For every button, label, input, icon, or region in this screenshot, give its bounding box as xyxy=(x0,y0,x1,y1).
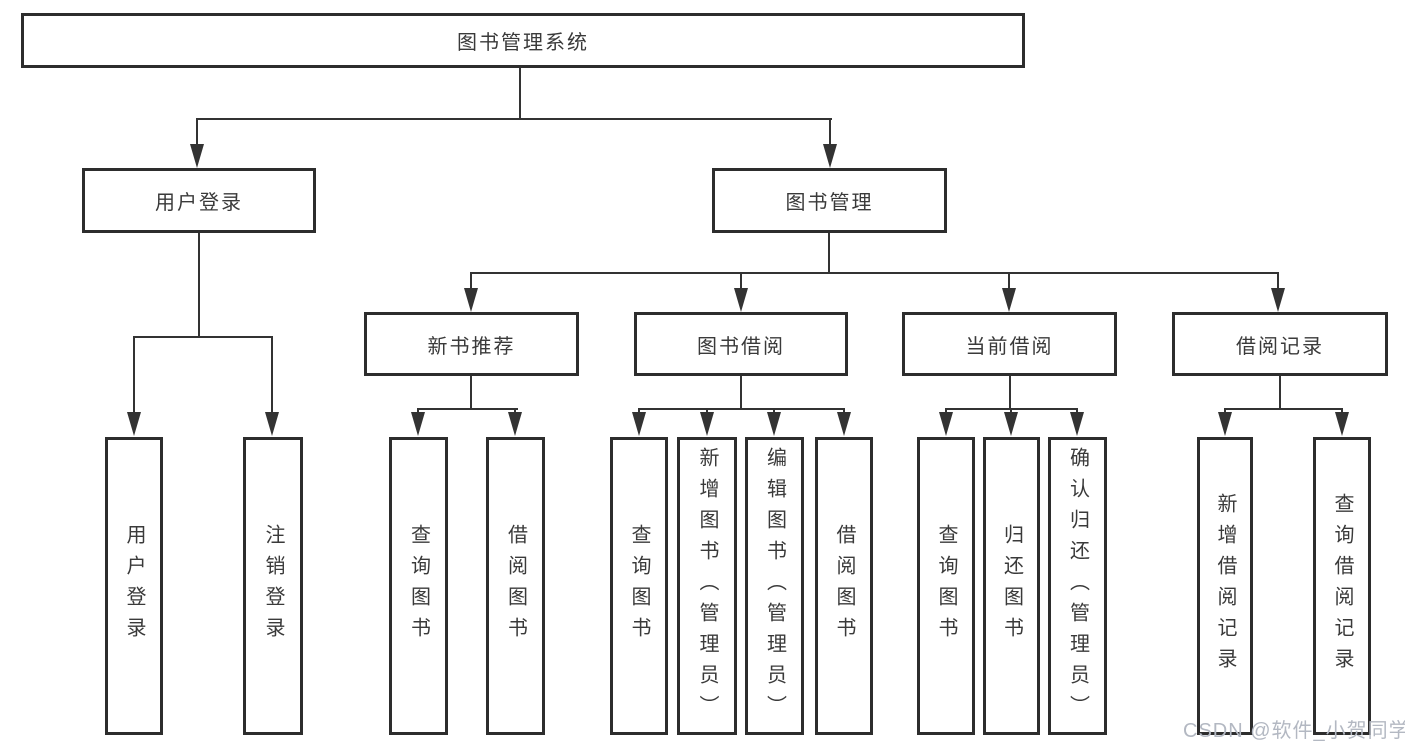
arrowhead-down xyxy=(1218,412,1232,436)
connector-line xyxy=(133,336,273,338)
arrowhead-down xyxy=(508,412,522,436)
node-current-borrowing: 当前借阅 xyxy=(902,312,1117,376)
node-leaf-edit-books-admin: 编辑图书（管理员） xyxy=(745,437,804,735)
node-label: 图书管理 xyxy=(785,192,874,214)
connector-line xyxy=(514,408,516,414)
arrowhead-down xyxy=(632,412,646,436)
connector-line xyxy=(828,233,830,274)
node-leaf-add-borrow-record: 新增借阅记录 xyxy=(1197,437,1253,735)
node-label: 借阅图书 xyxy=(833,524,855,648)
arrowhead-down xyxy=(939,412,953,436)
node-leaf-logout: 注销登录 xyxy=(243,437,303,735)
node-label: 新书推荐 xyxy=(427,335,516,358)
node-label: 用户登录 xyxy=(123,524,145,648)
arrowhead-down xyxy=(823,144,837,168)
connector-line xyxy=(740,272,742,290)
node-new-book-recommendation: 新书推荐 xyxy=(364,312,579,376)
node-leaf-add-books-admin: 新增图书（管理员） xyxy=(677,437,737,735)
node-label: 借阅记录 xyxy=(1236,335,1324,358)
node-label: 编辑图书（管理员） xyxy=(763,446,786,726)
connector-line xyxy=(1009,376,1011,410)
arrowhead-down xyxy=(411,412,425,436)
node-book-borrowing: 图书借阅 xyxy=(634,312,848,376)
connector-line xyxy=(1076,408,1078,414)
connector-line xyxy=(198,233,200,338)
connector-line xyxy=(470,272,472,290)
arrowhead-down xyxy=(1070,412,1084,436)
node-leaf-confirm-return-admin: 确认归还（管理员） xyxy=(1048,437,1107,735)
node-leaf-current-query-books: 查询图书 xyxy=(917,437,975,735)
arrowhead-down xyxy=(1002,288,1016,312)
node-leaf-borrowing-query-books: 查询图书 xyxy=(610,437,668,735)
node-label: 查询借阅记录 xyxy=(1331,493,1353,679)
arrowhead-down xyxy=(767,412,781,436)
connector-line xyxy=(417,408,518,410)
connector-line xyxy=(271,336,273,414)
node-label: 用户登录 xyxy=(155,192,243,214)
connector-line xyxy=(1224,408,1343,410)
arrowhead-down xyxy=(190,144,204,168)
arrowhead-down xyxy=(837,412,851,436)
connector-line xyxy=(470,272,1279,274)
connector-line xyxy=(773,408,775,414)
connector-line xyxy=(1010,408,1012,414)
node-leaf-recommend-borrow-books: 借阅图书 xyxy=(486,437,545,735)
node-label: 归还图书 xyxy=(1000,524,1023,648)
node-label: 图书管理系统 xyxy=(457,32,589,54)
connector-line xyxy=(519,68,521,120)
connector-line xyxy=(638,408,845,410)
connector-line xyxy=(638,408,640,414)
arrowhead-down xyxy=(1335,412,1349,436)
node-label: 图书借阅 xyxy=(697,335,785,358)
node-leaf-query-borrow-record: 查询借阅记录 xyxy=(1313,437,1371,735)
connector-line xyxy=(196,118,198,146)
node-label: 新增借阅记录 xyxy=(1214,493,1236,679)
connector-line xyxy=(196,118,832,120)
connector-line xyxy=(133,336,135,414)
node-borrowing-records: 借阅记录 xyxy=(1172,312,1388,376)
connector-line xyxy=(1224,408,1226,414)
arrowhead-down xyxy=(1271,288,1285,312)
connector-line xyxy=(945,408,947,414)
node-label: 注销登录 xyxy=(262,524,284,648)
connector-line xyxy=(470,376,472,410)
connector-line xyxy=(1277,272,1279,290)
node-leaf-borrowing-borrow-books: 借阅图书 xyxy=(815,437,873,735)
node-label: 查询图书 xyxy=(935,524,957,648)
node-user-login-branch: 用户登录 xyxy=(82,168,316,233)
node-leaf-recommend-query-books: 查询图书 xyxy=(389,437,448,735)
arrowhead-down xyxy=(734,288,748,312)
node-label: 确认归还（管理员） xyxy=(1066,446,1089,726)
connector-line xyxy=(706,408,708,414)
connector-line xyxy=(417,408,419,414)
connector-line xyxy=(843,408,845,414)
connector-line xyxy=(740,376,742,410)
watermark: CSDN @软件_小贺同学 xyxy=(1183,720,1405,742)
node-label: 查询图书 xyxy=(407,524,430,648)
node-leaf-return-books: 归还图书 xyxy=(983,437,1040,735)
arrowhead-down xyxy=(464,288,478,312)
node-label: 当前借阅 xyxy=(965,335,1054,358)
node-label: 新增图书（管理员） xyxy=(696,446,718,726)
arrowhead-down xyxy=(700,412,714,436)
arrowhead-down xyxy=(127,412,141,436)
connector-line xyxy=(829,118,831,146)
connector-line xyxy=(1279,376,1281,410)
node-label: 借阅图书 xyxy=(504,524,527,648)
node-book-management-branch: 图书管理 xyxy=(712,168,947,233)
arrowhead-down xyxy=(265,412,279,436)
connector-line xyxy=(1008,272,1010,290)
node-library-management-system: 图书管理系统 xyxy=(21,13,1025,68)
node-leaf-user-login: 用户登录 xyxy=(105,437,163,735)
arrowhead-down xyxy=(1004,412,1018,436)
node-label: 查询图书 xyxy=(628,524,650,648)
connector-line xyxy=(1341,408,1343,414)
